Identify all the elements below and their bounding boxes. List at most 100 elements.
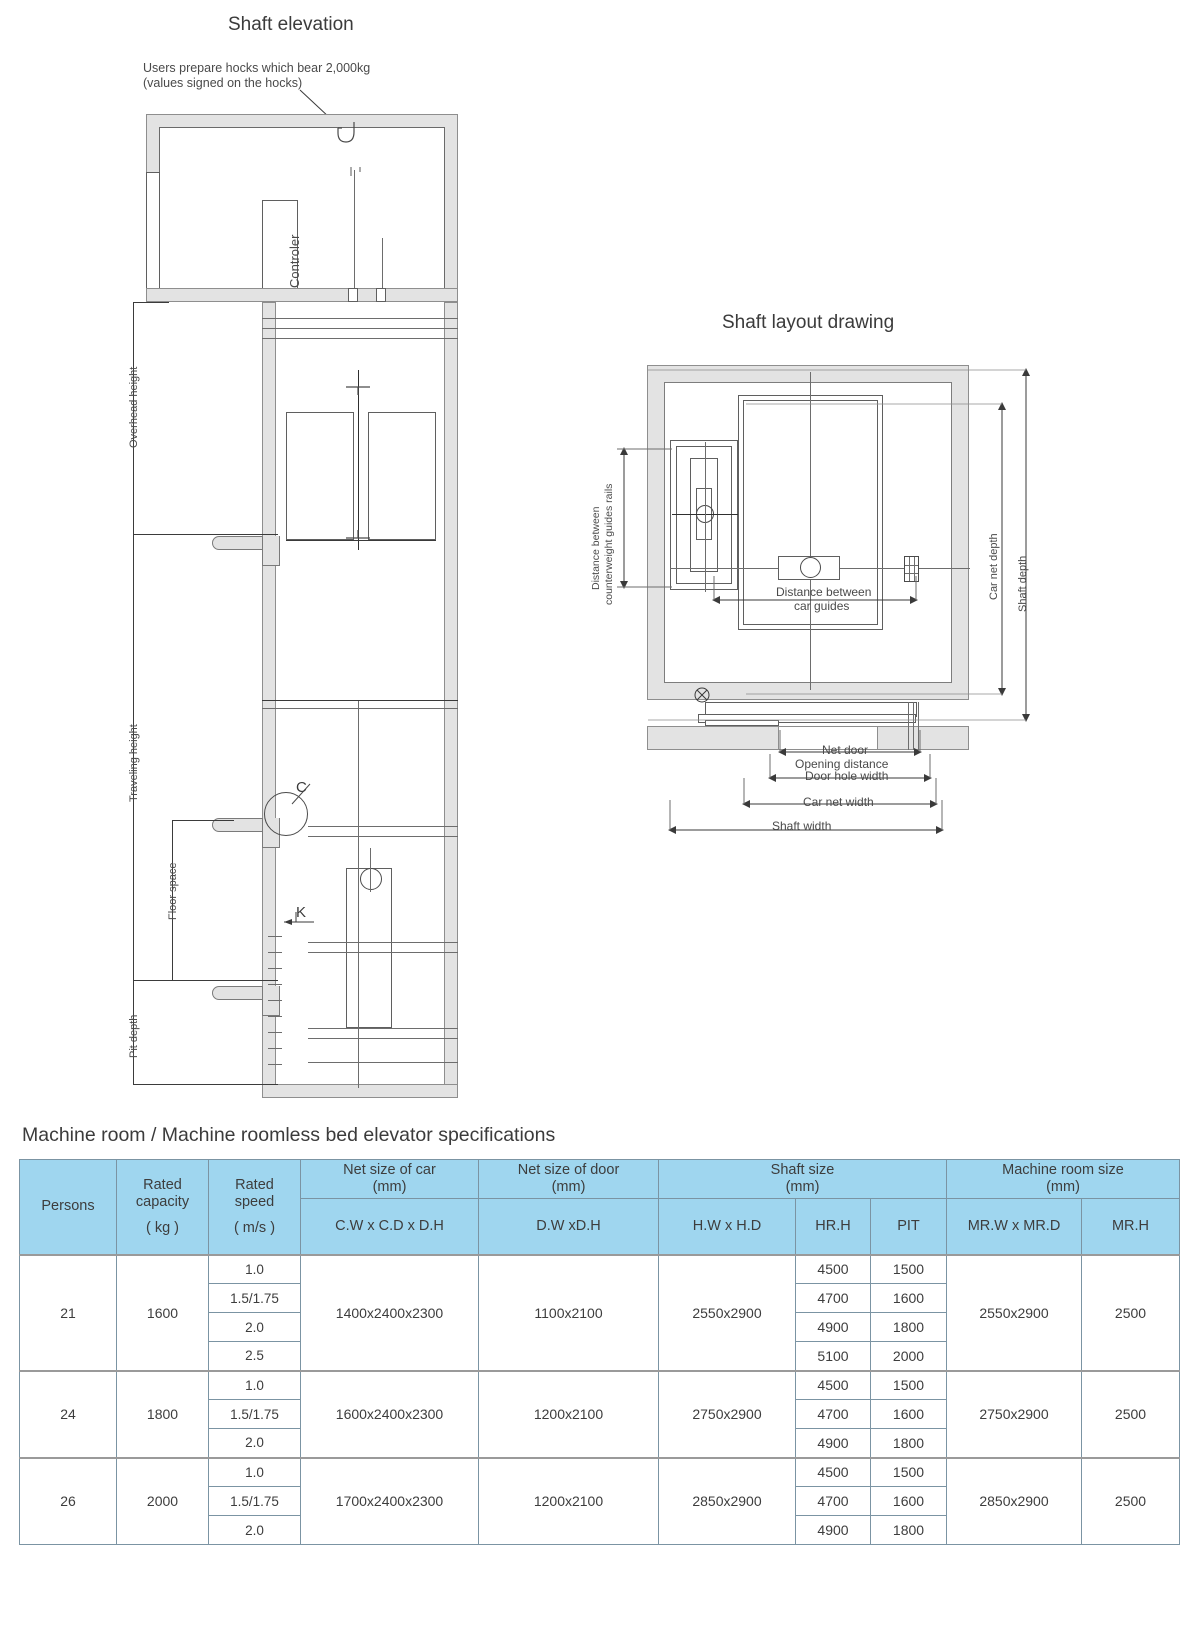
dim-net-door-arrow <box>778 730 922 756</box>
cell-machine-room-h: 2500 <box>1081 1253 1180 1372</box>
landing-sill-top <box>262 536 280 566</box>
car-bottom-hitch-icon <box>346 530 370 539</box>
shaft-guide-line-2 <box>262 328 458 329</box>
cell-persons: 21 <box>19 1253 117 1372</box>
dim-label-shaft-width: Shaft width <box>772 819 832 833</box>
spec-header-row-2: C.W x C.D x D.H D.W xD.H H.W x H.D HR.H … <box>20 1198 1180 1256</box>
cell-shaft-hrh: 4700 <box>795 1399 871 1430</box>
cell-rated-speed: 1.5/1.75 <box>208 1486 301 1517</box>
cell-net-size-car: 1700x2400x2300 <box>300 1456 479 1546</box>
dim-cwt-guides-arrow <box>617 447 672 589</box>
cell-shaft-pit: 1600 <box>870 1283 947 1314</box>
col-rated-capacity-unit: ( kg ) <box>145 1219 180 1236</box>
shaft-guide-line-1 <box>262 318 458 319</box>
cell-shaft-hrh: 4500 <box>795 1369 871 1401</box>
rope-top-fitting-icon <box>350 167 361 176</box>
dim-label-car-net-width: Car net width <box>803 795 874 809</box>
col-rated-capacity-l1: Rated <box>143 1176 182 1193</box>
dim-overhead-tick-bottom <box>133 534 278 535</box>
shaft-layout-title: Shaft layout drawing <box>722 312 895 333</box>
cell-capacity: 2000 <box>116 1456 209 1546</box>
cell-shaft-hwhd: 2850x2900 <box>658 1456 796 1546</box>
cell-shaft-hrh: 4900 <box>795 1312 871 1343</box>
counterweight-body <box>346 868 392 1028</box>
detail-label-k: K <box>296 904 307 921</box>
cell-shaft-pit: 1500 <box>870 1456 947 1488</box>
traveling-split-line-2 <box>262 708 458 709</box>
col-machine-room-l2: (mm) <box>1046 1179 1080 1196</box>
lower-guide-line-4 <box>308 952 458 953</box>
cell-shaft-pit: 1800 <box>870 1515 947 1546</box>
hoist-rope-left <box>354 170 355 296</box>
cell-rated-speed: 2.0 <box>208 1515 301 1546</box>
col-persons: Persons <box>19 1158 117 1256</box>
dim-overhead-tick-top <box>133 302 169 303</box>
cell-shaft-hrh: 4500 <box>795 1456 871 1488</box>
cell-shaft-hrh: 4900 <box>795 1428 871 1459</box>
lower-guide-line-5 <box>308 1028 458 1029</box>
dim-label-traveling-height: Traveling height <box>128 724 140 802</box>
cell-shaft-hrh: 4700 <box>795 1486 871 1517</box>
dim-label-overhead-height: Overhead height <box>128 366 140 448</box>
cell-machine-room-h: 2500 <box>1081 1456 1180 1546</box>
subcol-car-dims: C.W x C.D x D.H <box>300 1198 479 1256</box>
dim-shaft-width-arrow <box>668 800 944 834</box>
cell-machine-room-wd: 2850x2900 <box>946 1456 1082 1546</box>
machine-room-interior <box>159 127 445 295</box>
cell-shaft-hwhd: 2750x2900 <box>658 1369 796 1459</box>
dim-car-net-depth-arrow <box>746 402 1006 696</box>
hock-note-line1: Users prepare hocks which bear 2,000kg <box>143 61 371 75</box>
car-center-rope <box>358 370 359 550</box>
rope-hole-left <box>348 288 358 302</box>
cell-rated-speed: 2.0 <box>208 1428 301 1459</box>
dim-label-car-net-depth: Car net depth <box>988 533 1000 600</box>
dim-floor-space-line <box>172 820 173 980</box>
dim-label-car-guides-line2: car guides <box>794 599 850 613</box>
cell-rated-speed: 1.5/1.75 <box>208 1283 301 1314</box>
car-outline-upper-left <box>286 412 354 540</box>
dim-label-cwt-guides-line2: counterweight guides rails <box>603 483 615 605</box>
subcol-pit: PIT <box>870 1198 947 1256</box>
dim-traveling-line <box>133 534 134 980</box>
pit-floor-slab <box>262 1084 458 1098</box>
col-rated-speed-unit: ( m/s ) <box>233 1219 276 1236</box>
governor-symbol-icon <box>694 687 710 703</box>
shaft-elevation-diagram: Shaft elevation Users prepare hocks whic… <box>0 0 560 1120</box>
door-jamb-right-3 <box>918 702 919 750</box>
col-rated-capacity: Rated capacity ( kg ) <box>116 1158 209 1256</box>
cell-capacity: 1800 <box>116 1369 209 1459</box>
car-outline-upper-right <box>368 412 436 540</box>
subcol-hwhd: H.W x H.D <box>658 1198 796 1256</box>
car-top-hitch-icon <box>346 386 370 395</box>
counterweight-center-v <box>705 442 706 592</box>
col-rated-capacity-l2: capacity <box>135 1193 190 1210</box>
detail-circle-c <box>264 792 308 836</box>
cell-net-size-door: 1100x2100 <box>478 1253 659 1372</box>
machine-room-floor-slab <box>146 288 458 302</box>
dim-label-car-guides-line1: Distance between <box>776 585 872 599</box>
cell-net-size-door: 1200x2100 <box>478 1456 659 1546</box>
landing-sill-bottom <box>262 986 280 1016</box>
dim-car-guides-arrow <box>712 576 918 604</box>
detail-label-c: C <box>296 779 307 796</box>
cell-net-size-car: 1600x2400x2300 <box>300 1369 479 1459</box>
cell-shaft-hwhd: 2550x2900 <box>658 1253 796 1372</box>
cell-shaft-pit: 1500 <box>870 1253 947 1285</box>
subcol-mrh: MR.H <box>1081 1198 1180 1256</box>
cell-rated-speed: 2.0 <box>208 1312 301 1343</box>
dim-label-shaft-depth: Shaft depth <box>1017 555 1029 612</box>
cell-shaft-pit: 1500 <box>870 1369 947 1401</box>
col-net-size-door-l2: (mm) <box>551 1179 586 1196</box>
cell-persons: 24 <box>19 1369 117 1459</box>
dim-overhead-line <box>133 302 134 534</box>
car-sheave-circle <box>800 557 821 578</box>
cell-rated-speed: 1.0 <box>208 1456 301 1488</box>
cell-net-size-door: 1200x2100 <box>478 1369 659 1459</box>
rope-hole-right <box>376 288 386 302</box>
lower-guide-line-2 <box>308 836 458 837</box>
dim-shaft-depth-arrow <box>648 368 1030 722</box>
